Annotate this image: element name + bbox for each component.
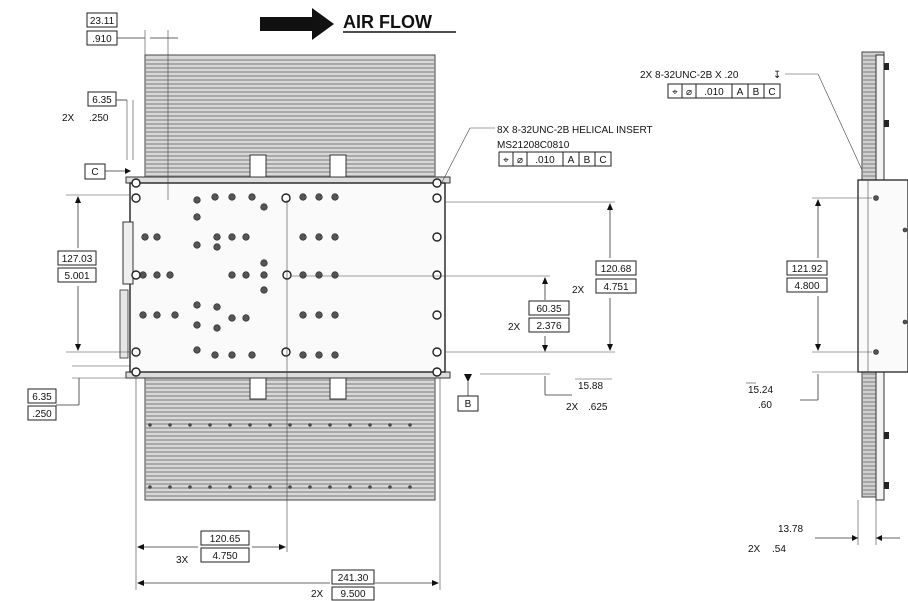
svg-text:2X 8-32UNC-2B X .20: 2X 8-32UNC-2B X .20 (640, 70, 739, 81)
datum-c-flag: C (84, 163, 131, 180)
svg-text:.910: .910 (92, 34, 112, 45)
dim-60-35: 60.35 2X 2.376 (290, 275, 570, 352)
svg-text:127.03: 127.03 (62, 254, 93, 265)
svg-text:9.500: 9.500 (340, 589, 365, 600)
svg-text:2.376: 2.376 (536, 321, 561, 332)
svg-text:4.751: 4.751 (603, 282, 628, 293)
dim-120-65: 120.65 3X 4.750 (135, 200, 288, 590)
svg-text:.60: .60 (758, 400, 772, 411)
bottom-heatsink (144, 376, 436, 501)
dim-241-30: 241.30 2X 9.500 (137, 378, 441, 601)
airflow-indicator: AIR FLOW (260, 8, 456, 40)
side-view (857, 51, 908, 501)
svg-text:120.68: 120.68 (601, 264, 632, 275)
svg-text:.250: .250 (89, 113, 109, 124)
svg-text:15.88: 15.88 (578, 381, 603, 392)
dim-15-88: 15.88 2X .625 (480, 373, 612, 413)
svg-text:B: B (584, 155, 591, 166)
svg-text:6.35: 6.35 (92, 95, 112, 106)
dim-6-35-top: 6.35 2X .250 (62, 91, 134, 160)
svg-text:.250: .250 (32, 409, 52, 420)
svg-text:2X: 2X (748, 544, 761, 555)
svg-text:13.78: 13.78 (778, 524, 803, 535)
position-icon: ⌖ (672, 87, 678, 98)
svg-text:5.001: 5.001 (64, 271, 89, 282)
svg-text:C: C (91, 167, 98, 178)
helical-insert-callout: 8X 8-32UNC-2B HELICAL INSERT MS21208C081… (439, 125, 653, 187)
svg-text:2X: 2X (566, 402, 579, 413)
main-plate (119, 176, 451, 379)
airflow-arrow-icon (260, 8, 334, 40)
svg-text:60.35: 60.35 (536, 304, 561, 315)
svg-text:MS21208C0810: MS21208C0810 (497, 140, 570, 151)
dim-120-68: 120.68 2X 4.751 (445, 201, 637, 353)
svg-text:2X: 2X (508, 322, 521, 333)
mounting-holes (131, 178, 442, 377)
svg-text:8X 8-32UNC-2B HELICAL INSERT: 8X 8-32UNC-2B HELICAL INSERT (497, 125, 653, 136)
top-heatsink (144, 54, 436, 183)
top-insert-callout: 2X 8-32UNC-2B X .20 ↧ ⌖ ⌀ .010 A B C (640, 70, 875, 197)
svg-text:120.65: 120.65 (210, 534, 241, 545)
datum-b-flag: B (457, 374, 479, 412)
svg-text:A: A (568, 155, 575, 166)
svg-text:15.24: 15.24 (748, 385, 773, 396)
svg-text:241.30: 241.30 (338, 573, 369, 584)
depth-icon: ↧ (773, 70, 781, 81)
svg-text:121.92: 121.92 (792, 264, 823, 275)
airflow-label: AIR FLOW (343, 12, 432, 32)
position-icon: ⌖ (503, 155, 509, 166)
svg-text:4.750: 4.750 (212, 551, 237, 562)
svg-text:.54: .54 (772, 544, 786, 555)
dim-6-35-bottom: 6.35 .250 (27, 365, 130, 421)
svg-text:C: C (599, 155, 606, 166)
svg-text:2X: 2X (572, 285, 585, 296)
svg-text:3X: 3X (176, 555, 189, 566)
svg-text:B: B (753, 87, 760, 98)
diameter-icon: ⌀ (686, 87, 692, 98)
dim-13-78: 13.78 2X .54 (748, 500, 900, 555)
svg-text:A: A (737, 87, 744, 98)
svg-text:23.11: 23.11 (90, 16, 115, 27)
svg-text:C: C (768, 87, 775, 98)
svg-text:.010: .010 (704, 87, 724, 98)
dim-121-92: 121.92 4.800 (786, 197, 872, 353)
svg-text:.625: .625 (588, 402, 608, 413)
svg-text:2X: 2X (311, 589, 324, 600)
dim-15-24: 15.24 .60 (746, 371, 862, 411)
svg-text:4.800: 4.800 (794, 281, 819, 292)
svg-text:2X: 2X (62, 113, 75, 124)
dim-23-11: 23.11 .910 (86, 12, 178, 200)
svg-text:.010: .010 (535, 155, 555, 166)
dim-127-03: 127.03 5.001 (57, 194, 130, 353)
diameter-icon: ⌀ (517, 155, 523, 166)
svg-text:B: B (465, 399, 472, 410)
svg-text:6.35: 6.35 (32, 392, 52, 403)
